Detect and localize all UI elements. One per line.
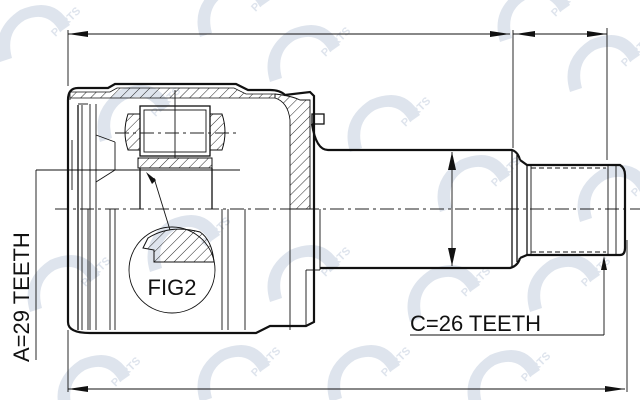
spline-a-label: A=29 TEETH — [9, 232, 34, 362]
dimension-bottom — [67, 240, 628, 392]
output-shaft — [320, 150, 522, 270]
spline-c-label: C=26 TEETH — [410, 311, 541, 336]
housing — [66, 82, 522, 335]
tripod-roller — [35, 90, 240, 360]
spline-stub — [410, 159, 627, 336]
fig2-label: FIG2 — [148, 275, 197, 300]
fig2-detail: FIG2 — [128, 226, 216, 314]
dimension-top — [67, 28, 608, 160]
